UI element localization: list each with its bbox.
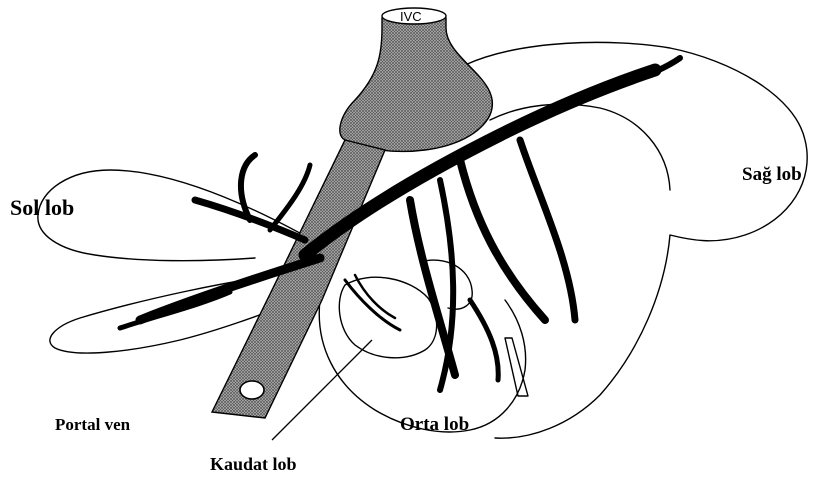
vessel-left-upper-branch bbox=[241, 155, 255, 220]
vessel-caudate-1 bbox=[345, 280, 400, 330]
vessel-branch-middle-3 bbox=[470, 300, 498, 380]
vessel-branch-upper-right bbox=[600, 58, 680, 92]
vessel-left-branch-lower bbox=[120, 292, 230, 328]
caudate-lobe-label: Kaudat lob bbox=[210, 454, 297, 474]
vessel-left-upper-branch-2 bbox=[270, 165, 310, 230]
right-lobe-outline bbox=[465, 42, 807, 438]
right-lobe-upper-outline bbox=[490, 104, 670, 190]
portal-vein-label: Portal ven bbox=[55, 415, 131, 434]
middle-lobe-label: Orta lob bbox=[400, 414, 469, 435]
portal-vein-lumen bbox=[240, 381, 264, 399]
middle-lobe-outline bbox=[319, 300, 525, 432]
left-lobe-upper-outline bbox=[38, 170, 330, 261]
ivc-label: IVC bbox=[400, 9, 422, 24]
left-lobe-label: Sol lob bbox=[10, 195, 74, 220]
vessel-branch-right-down-2 bbox=[520, 140, 575, 320]
ivc-vessel bbox=[340, 12, 493, 151]
right-lobe-label: Sağ lob bbox=[742, 164, 802, 185]
